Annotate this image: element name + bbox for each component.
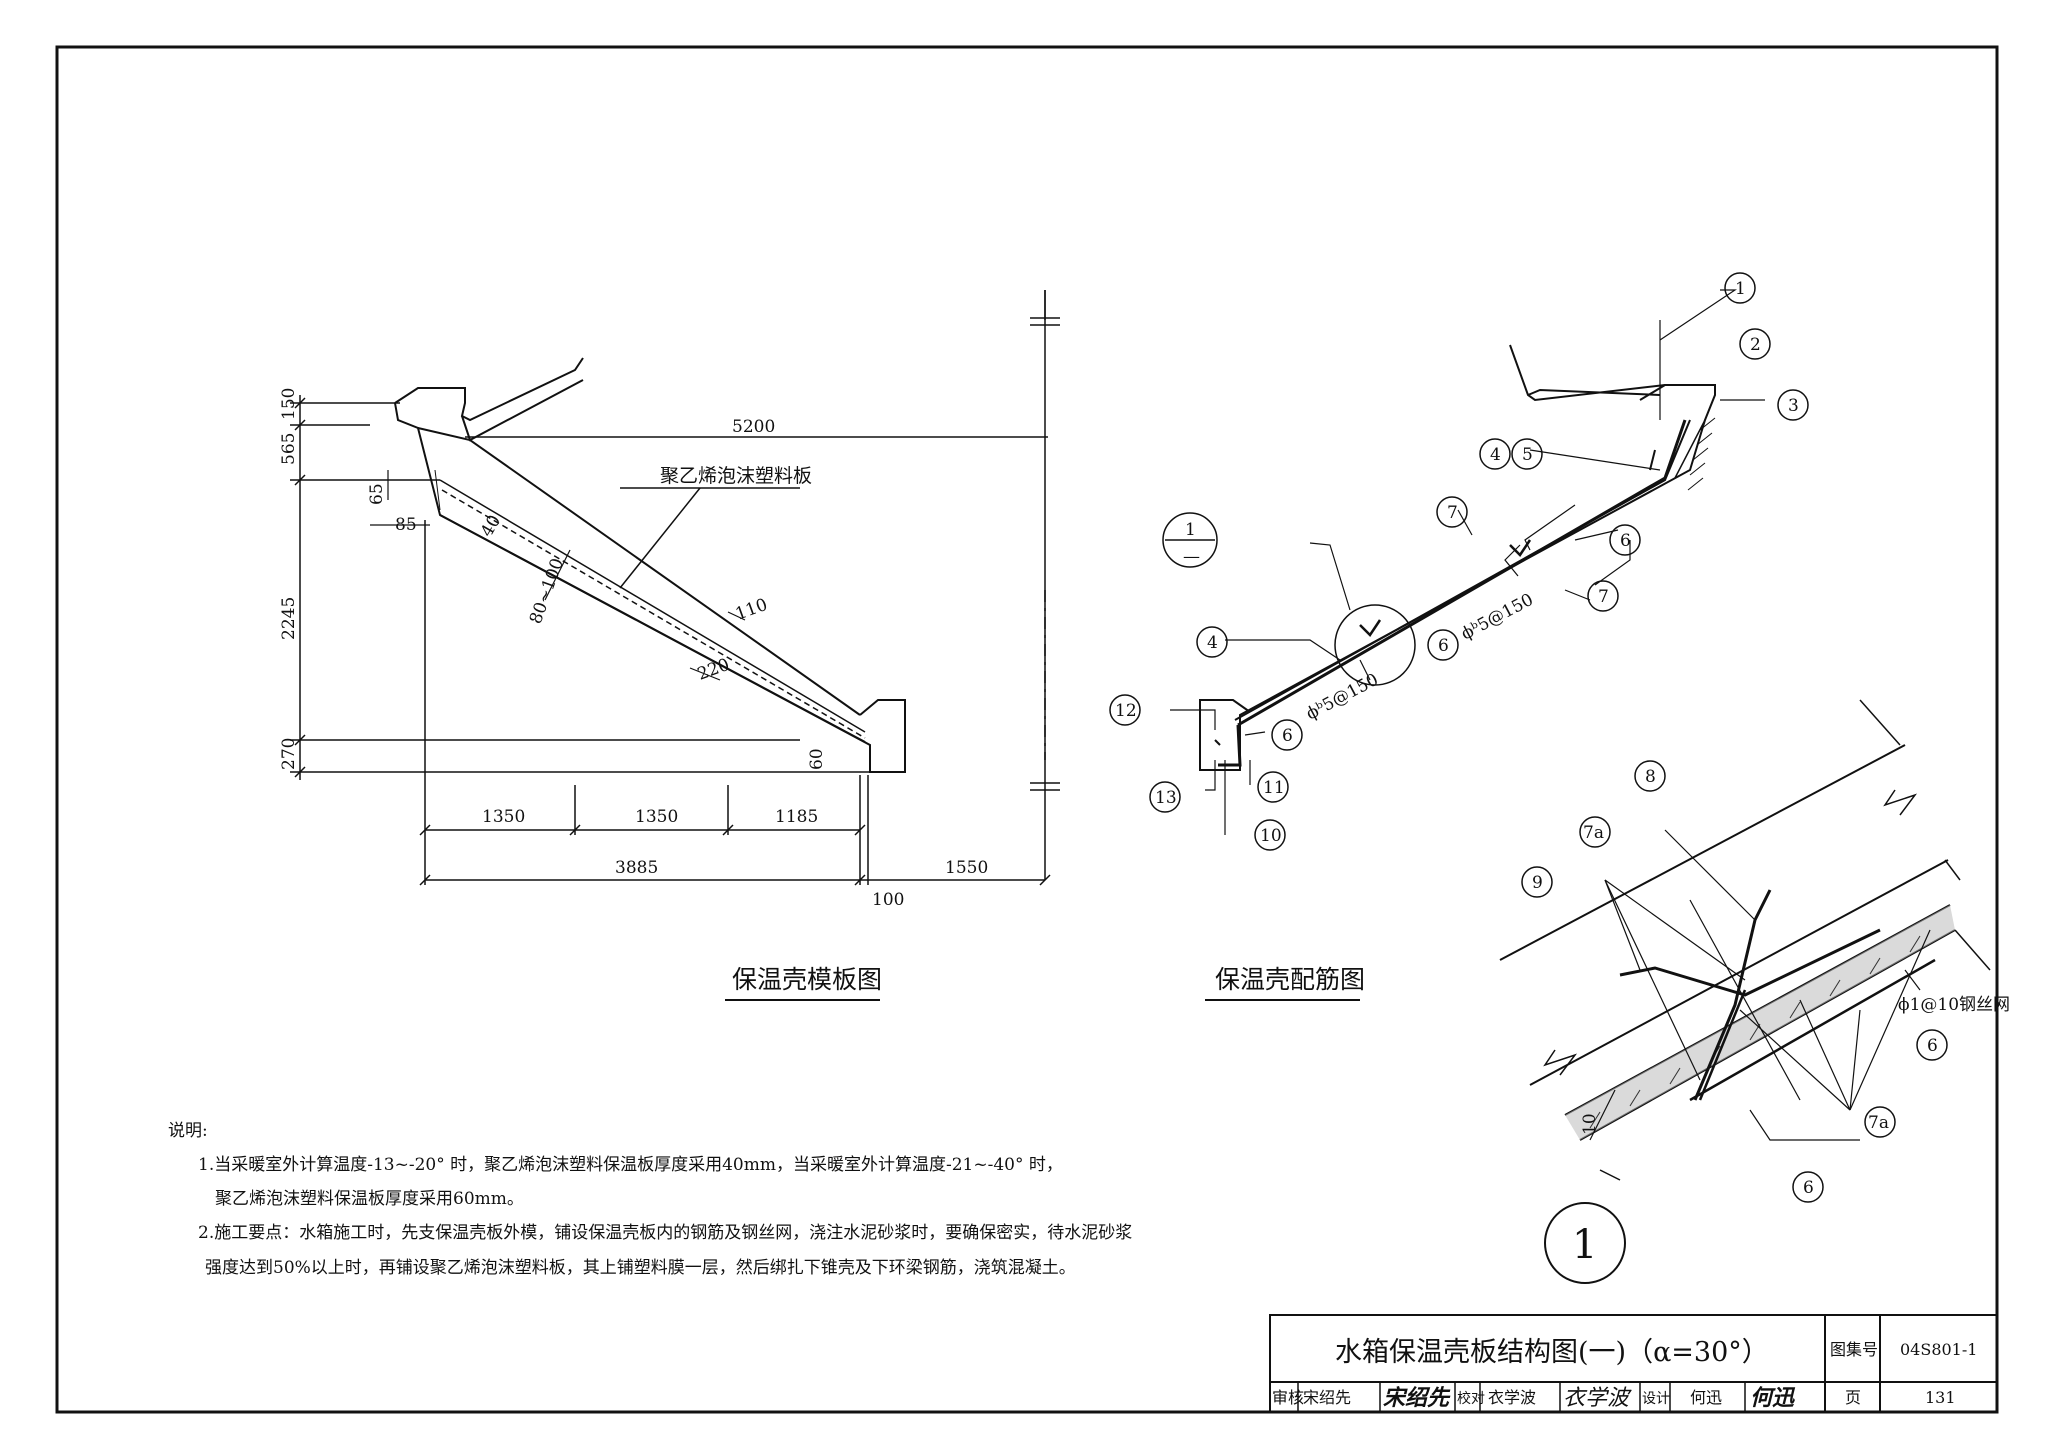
dim-65: 65 — [367, 483, 387, 505]
detail-marker-6-right: 6 — [1927, 1036, 1938, 1056]
dim-1550: 1550 — [945, 858, 988, 878]
notes-block: 说明: 1.当采暖室外计算温度-13~-20° 时，聚乙烯泡沫塑料保温板厚度采用… — [168, 1121, 1132, 1278]
dim-80-100: 80~100 — [526, 556, 568, 627]
marker-2: 2 — [1750, 335, 1761, 355]
reinforcement-title: 保温壳配筋图 — [1215, 965, 1365, 994]
reviewer-signature: 宋绍先 — [1383, 1385, 1451, 1411]
detail-1-leaders — [1589, 829, 1931, 1141]
dim-3885: 3885 — [615, 858, 658, 878]
dim-1350-a: 1350 — [482, 807, 525, 827]
notes-heading: 说明: — [168, 1121, 208, 1141]
dim-270: 270 — [279, 738, 299, 770]
marker-3: 3 — [1788, 396, 1799, 416]
checker-name: 衣学波 — [1488, 1388, 1536, 1407]
detail-1-markers — [1521, 760, 1948, 1284]
atlas-label: 图集号 — [1830, 1340, 1878, 1359]
dim-150: 150 — [279, 388, 299, 420]
dim-85: 85 — [395, 515, 417, 535]
title-block — [1269, 1314, 1998, 1413]
marker-6-c: 6 — [1282, 726, 1293, 746]
marker-7-b: 7 — [1598, 587, 1609, 607]
rebar-label-upper: ϕᵇ5@150 — [1458, 590, 1537, 645]
formwork-dimensions: 5200 150 565 65 85 40 80~100 110 220 224… — [279, 388, 988, 994]
notes-line-1b: 聚乙烯泡沫塑料保温板厚度采用60mm。 — [215, 1189, 524, 1209]
page-number: 131 — [1925, 1388, 1956, 1407]
marker-6-b: 6 — [1438, 636, 1449, 656]
formwork-drawing — [290, 290, 1060, 886]
reinforcement-markers — [1109, 272, 1809, 851]
dim-110: 110 — [733, 595, 770, 625]
detail-marker-8: 8 — [1645, 767, 1656, 787]
dim-220: 220 — [695, 655, 732, 685]
detail-1-rebars — [1619, 889, 1936, 1102]
detail-marker-7a-bottom: 7a — [1868, 1113, 1889, 1133]
marker-11: 11 — [1263, 778, 1285, 798]
marker-1: 1 — [1735, 279, 1746, 299]
sheet-border — [55, 45, 1999, 1414]
checker-signature: 衣学波 — [1563, 1386, 1632, 1411]
detail-dim-10: 10 — [1580, 1113, 1600, 1135]
marker-5: 5 — [1522, 445, 1533, 465]
dim-100: 100 — [872, 890, 904, 910]
dim-565: 565 — [279, 433, 299, 465]
reviewer-name: 宋绍先 — [1303, 1388, 1351, 1407]
detail-1-labels: 8 7a 9 6 7a 6 ϕ1@10钢丝网 10 1 — [1532, 767, 2010, 1268]
atlas-number: 04S801-1 — [1900, 1340, 1977, 1359]
drawing-title: 水箱保温壳板结构图(一)（α=30°） — [1335, 1337, 1769, 1368]
review-label: 审核 — [1272, 1388, 1304, 1407]
marker-4: 4 — [1490, 445, 1501, 465]
reinforcement-drawing — [1044, 289, 1765, 835]
page-label: 页 — [1845, 1388, 1861, 1407]
material-label: 聚乙烯泡沫塑料板 — [660, 465, 812, 487]
design-label: 设计 — [1642, 1391, 1670, 1407]
notes-line-2b: 强度达到50%以上时，再铺设聚乙烯泡沫塑料板，其上铺塑料膜一层，然后绑扎下锥壳及… — [205, 1258, 1076, 1278]
notes-line-2: 2.施工要点：水箱施工时，先支保温壳板外模，铺设保温壳板内的钢筋及钢丝网，浇注水… — [198, 1223, 1132, 1243]
marker-10: 10 — [1260, 826, 1282, 846]
title-block-text: 水箱保温壳板结构图(一)（α=30°） 图集号 04S801-1 审核 宋绍先 … — [1272, 1337, 1977, 1411]
dim-1185: 1185 — [775, 807, 818, 827]
marker-7-a: 7 — [1447, 503, 1458, 523]
check-label: 校对 — [1457, 1390, 1485, 1407]
marker-13: 13 — [1155, 788, 1177, 808]
mesh-label: ϕ1@10钢丝网 — [1898, 995, 2010, 1015]
detail-marker-9: 9 — [1532, 873, 1543, 893]
formwork-title: 保温壳模板图 — [732, 965, 882, 994]
notes-line-1: 1.当采暖室外计算温度-13~-20° 时，聚乙烯泡沫塑料保温板厚度采用40mm… — [198, 1155, 1063, 1175]
section-mark-top: 1 — [1185, 520, 1196, 540]
dim-1350-b: 1350 — [635, 807, 678, 827]
marker-6-a: 6 — [1620, 531, 1631, 551]
designer-signature: 何迅 — [1750, 1385, 1796, 1411]
detail-marker-6-bottom: 6 — [1803, 1178, 1814, 1198]
marker-4-b: 4 — [1207, 633, 1218, 653]
rebar-label-lower: ϕᵇ5@150 — [1303, 670, 1382, 725]
detail-number: 1 — [1572, 1222, 1597, 1268]
dim-5200: 5200 — [732, 417, 775, 437]
designer-name: 何迅 — [1690, 1388, 1722, 1407]
detail-marker-7a-top: 7a — [1583, 823, 1604, 843]
section-mark-bottom: — — [1183, 547, 1200, 567]
dim-60: 60 — [807, 748, 827, 770]
dim-2245: 2245 — [279, 597, 299, 640]
foam-board-band — [1565, 905, 1955, 1140]
marker-12: 12 — [1115, 701, 1137, 721]
reinforcement-marker-labels: 1 2 3 4 5 7 6 7 6 4 12 6 11 13 10 1 — ϕᵇ… — [1115, 279, 1799, 994]
